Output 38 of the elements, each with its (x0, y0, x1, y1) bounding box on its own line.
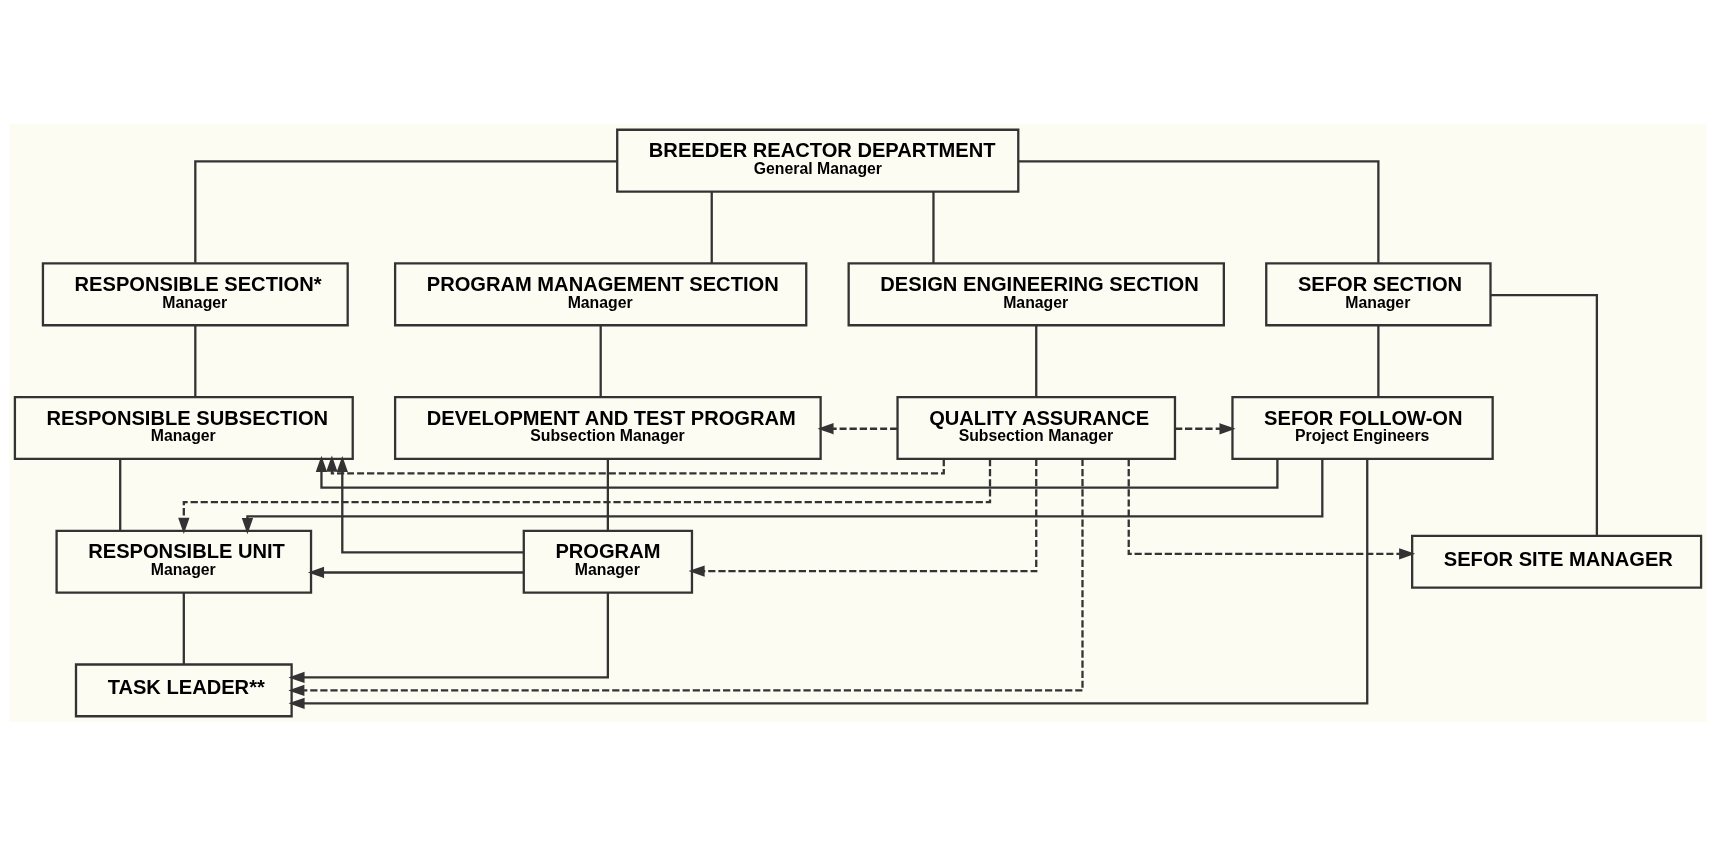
node-box: RESPONSIBLE SUBSECTION Manager (13, 396, 354, 461)
connector (710, 191, 713, 264)
node-box: RESPONSIBLE SECTION* Manager (41, 262, 349, 327)
node-box: DESIGN ENGINEERING SECTION Manager (847, 262, 1225, 327)
arrow (288, 459, 1084, 697)
connector (1490, 293, 1599, 536)
node-box: SEFOR SITE MANAGER (1411, 534, 1703, 589)
connector (606, 459, 610, 531)
arrow (288, 592, 610, 684)
arrow (336, 455, 524, 554)
node-box: SEFOR SECTION Manager (1265, 262, 1492, 327)
arrow (315, 455, 1279, 489)
connector (1377, 325, 1380, 397)
node-box: TASK LEADER** (74, 663, 293, 718)
arrow (688, 459, 1038, 577)
connector (932, 191, 935, 264)
connector (194, 160, 617, 263)
arrow (288, 459, 1369, 709)
node-box: DEVELOPMENT AND TEST PROGRAM Subsection Manager (394, 396, 822, 461)
arrow (817, 423, 898, 435)
arrow (1127, 459, 1416, 560)
node-box: RESPONSIBLE UNIT Manager (55, 529, 313, 594)
connector (194, 325, 197, 397)
arrow (1175, 423, 1236, 435)
arrow (326, 455, 945, 475)
arrow (241, 458, 1324, 535)
connector (182, 592, 185, 665)
node-box: SEFOR FOLLOW-ON Project Engineers (1231, 396, 1494, 461)
connector (119, 459, 122, 531)
arrow (307, 566, 524, 579)
node-box: BREEDER REACTOR DEPARTMENT General Manager (616, 128, 1020, 193)
node-box: PROGRAM MANAGEMENT SECTION Manager (394, 262, 808, 327)
connector (1035, 325, 1038, 397)
connector (1018, 160, 1380, 263)
arrow (178, 459, 992, 534)
node-box: QUALITY ASSURANCE Subsection Manager (896, 396, 1177, 461)
node-box: PROGRAM Manager (522, 529, 694, 594)
connector (599, 325, 602, 397)
